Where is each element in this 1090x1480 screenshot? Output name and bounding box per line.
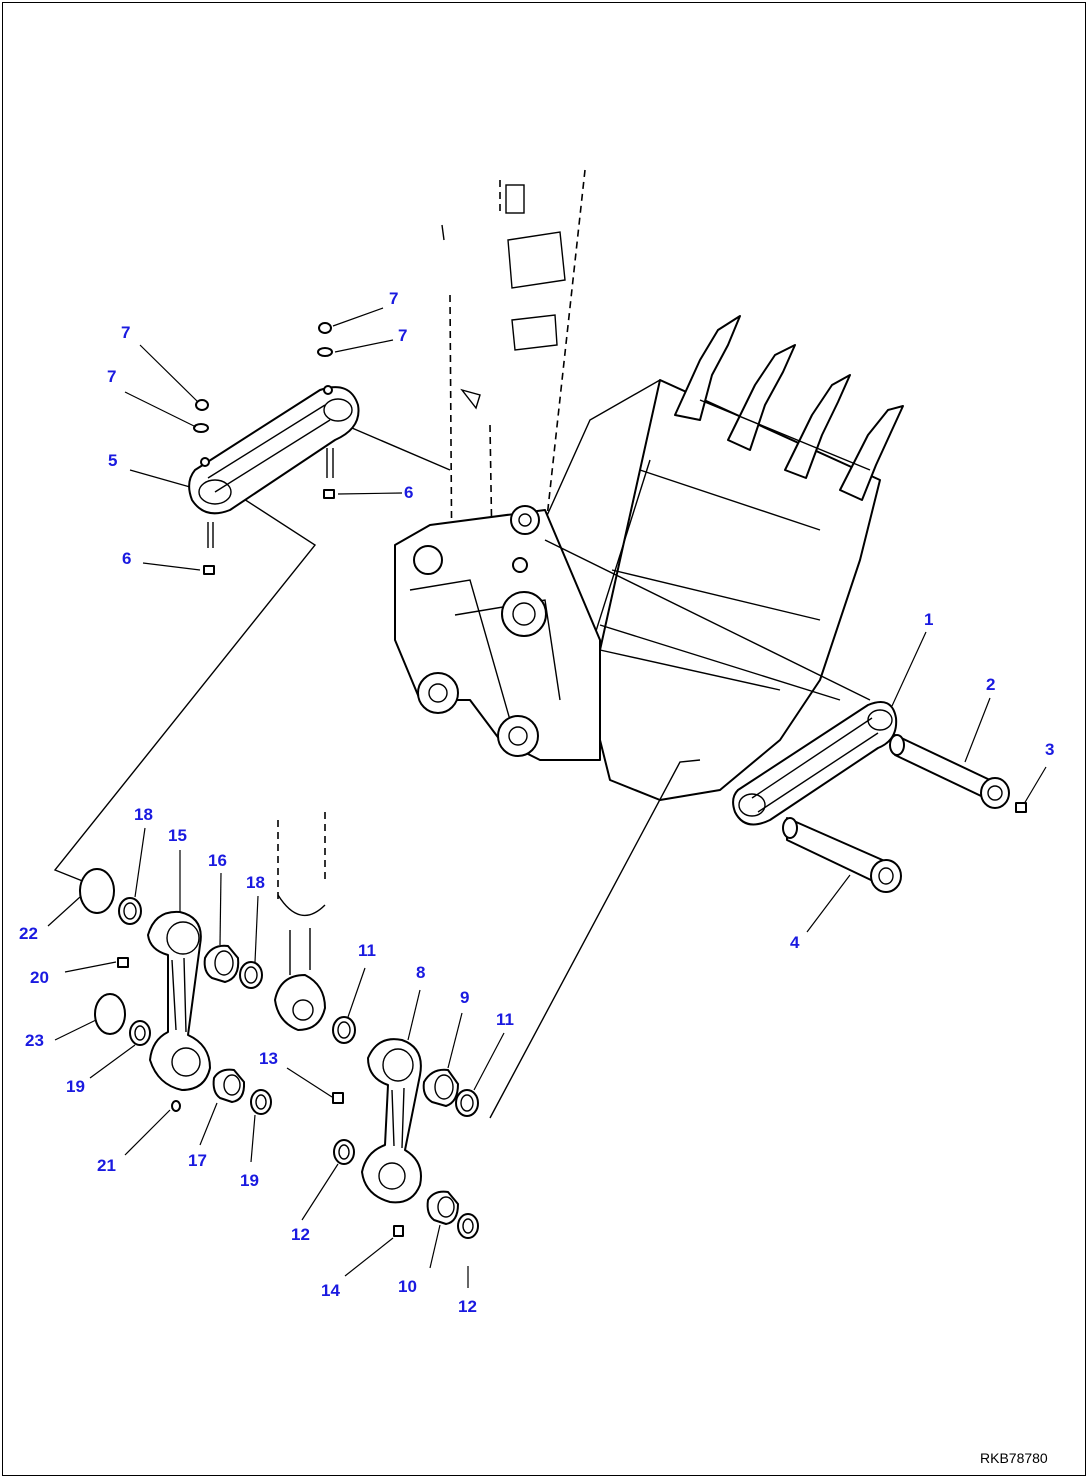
part-17-bushing [212,1068,246,1103]
part-8-link [361,1038,422,1204]
callout-labels: 1 2 3 4 5 6 6 7 7 7 7 8 9 10 11 11 12 12… [19,289,1054,1316]
bucket-teeth [674,315,904,501]
callout-10: 10 [398,1277,417,1296]
part-2-pin [889,734,1010,809]
part-16-bushing [203,944,240,983]
part-13-fitting [332,1092,344,1104]
part-14-fitting [393,1225,404,1237]
leader-lines [47,307,1047,1288]
callout-11b: 11 [496,1010,514,1029]
callout-6b: 6 [404,483,413,502]
part-7-nuts-washers [193,322,333,433]
part-21-fitting [171,1100,181,1112]
callout-20: 20 [30,968,49,987]
part-1-link [732,701,898,826]
callout-19a: 19 [66,1077,85,1096]
callout-6a: 6 [122,549,131,568]
callout-23: 23 [25,1031,44,1050]
part-20-fitting [117,957,129,968]
callout-16: 16 [208,851,227,870]
callout-13: 13 [259,1049,278,1068]
callout-9: 9 [460,988,469,1007]
callout-5: 5 [108,451,117,470]
callout-8: 8 [416,963,425,982]
part-6-bolts [203,448,335,575]
part-11-rings [332,1016,479,1117]
callout-12a: 12 [291,1225,310,1244]
callout-14: 14 [321,1281,340,1300]
callout-21: 21 [97,1156,116,1175]
part-5-link [188,385,360,515]
drawing-code: RKB78780 [980,1450,1048,1466]
callout-7c: 7 [389,289,398,308]
callout-22: 22 [19,924,38,943]
part-9-bushing [422,1068,459,1107]
callout-7a: 7 [121,323,130,342]
callout-4: 4 [790,933,800,952]
callout-3: 3 [1045,740,1054,759]
part-12-rings [333,1139,479,1239]
assembly-guide-lines [53,424,871,1119]
callout-2: 2 [986,675,995,694]
part-4-pin [782,817,902,893]
callout-12b: 12 [458,1297,477,1316]
callout-17: 17 [188,1151,207,1170]
callout-19b: 19 [240,1171,259,1190]
callout-15: 15 [168,826,187,845]
part-3-bolt [1015,802,1027,813]
callout-11a: 11 [358,941,376,960]
cylinder-rod-end [274,812,326,1031]
callout-18a: 18 [134,805,153,824]
part-23-shim [94,993,126,1035]
callout-1: 1 [924,610,933,629]
part-18-rings [118,897,263,989]
part-19-rings [129,1020,272,1115]
callout-18b: 18 [246,873,265,892]
callout-7b: 7 [107,367,116,386]
part-15-link [147,910,211,1091]
callout-7d: 7 [398,326,407,345]
part-10-bushing [426,1190,459,1225]
bucket-illustration [394,169,904,801]
part-22-shim [79,868,115,914]
